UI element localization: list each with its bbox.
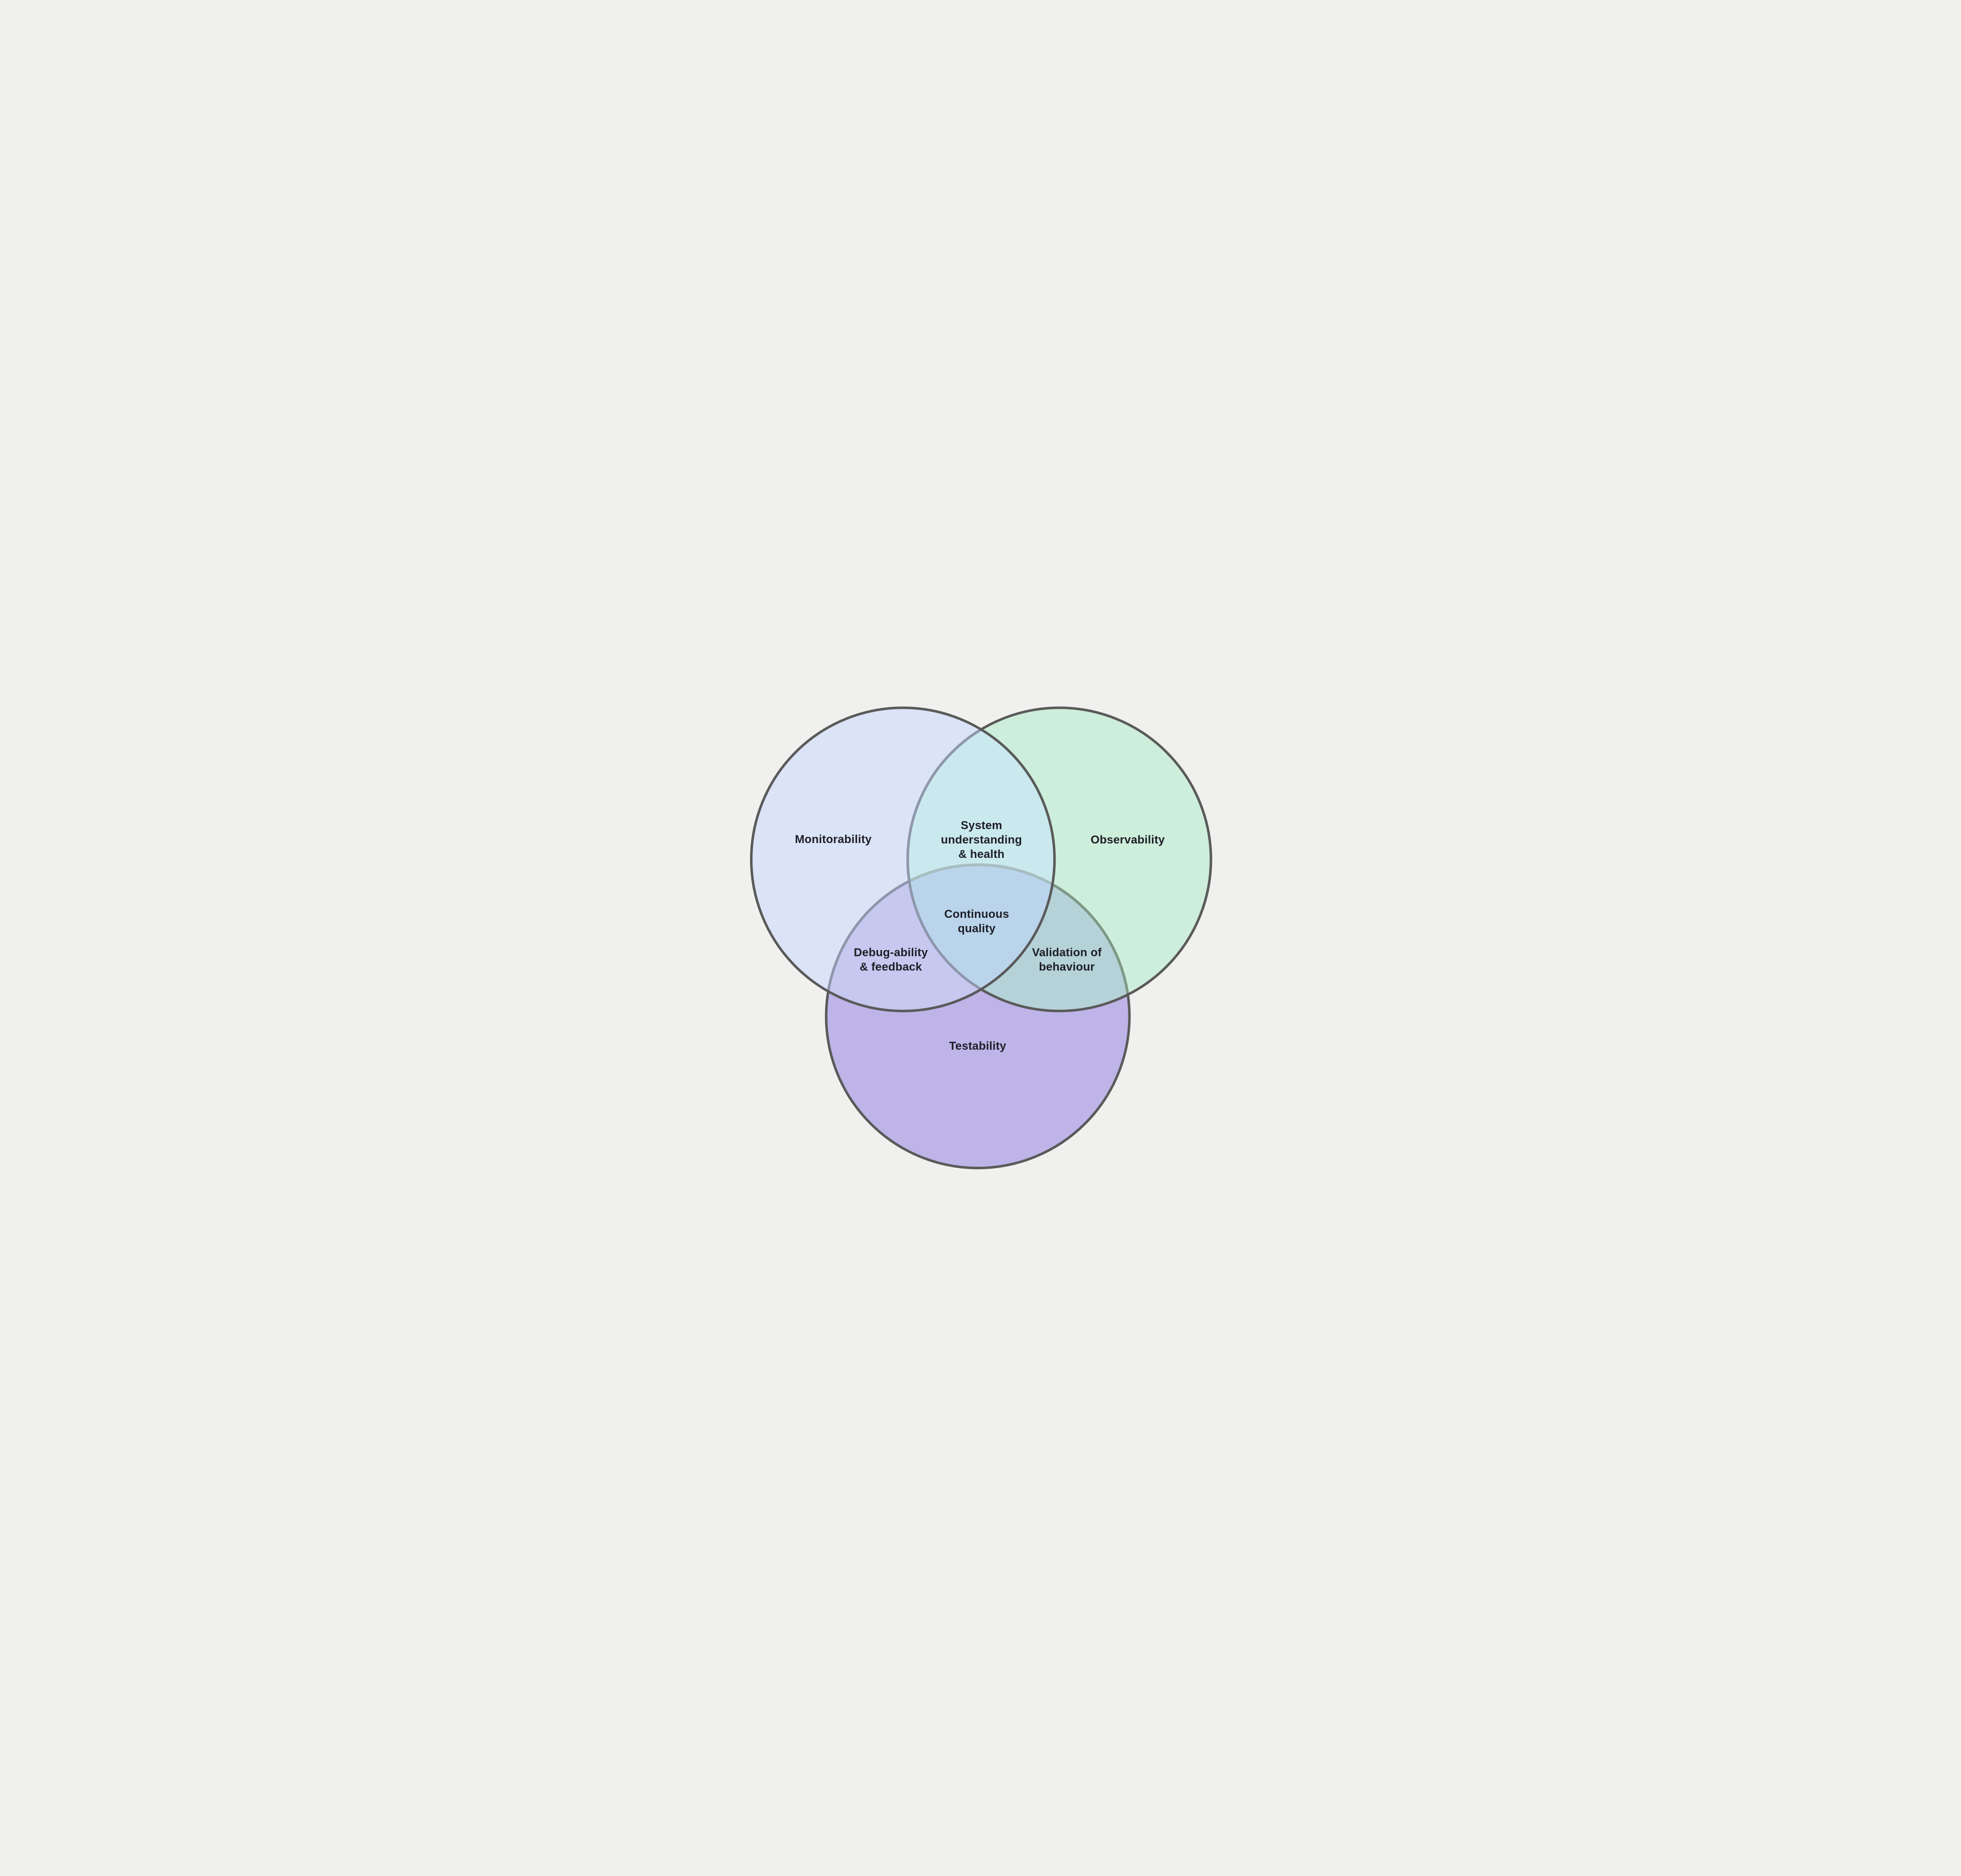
label-debug-ability-feedback: Debug-ability & feedback — [854, 946, 928, 974]
label-line: understanding — [940, 833, 1022, 846]
label-line: Validation of — [1032, 946, 1102, 959]
label-continuous-quality: Continuous quality — [944, 907, 1009, 936]
label-line: quality — [958, 922, 996, 935]
label-validation-of-behaviour: Validation of behaviour — [1032, 946, 1102, 974]
label-line: behaviour — [1039, 961, 1095, 973]
testability-outline-under-both — [907, 863, 1055, 1011]
region-fills — [751, 707, 1211, 1168]
label-observability: Observability — [1091, 833, 1165, 847]
label-system-understanding-health: System understanding & health — [941, 819, 1022, 862]
label-line: & feedback — [859, 961, 922, 973]
venn-diagram: Monitorability System understanding & he… — [735, 704, 1226, 1172]
label-testability: Testability — [949, 1039, 1006, 1054]
observability-outline-under-monitorability — [906, 707, 1055, 1011]
monitorability-outline — [750, 706, 1056, 1012]
label-testability-text: Testability — [949, 1040, 1007, 1053]
label-line: Continuous — [944, 908, 1010, 921]
label-monitorability-text: Monitorability — [795, 833, 872, 846]
venn-diagram-svg — [750, 706, 1212, 1170]
label-line: Debug-ability — [854, 946, 928, 959]
circle-outlines — [750, 706, 1212, 1170]
label-observability-text: Observability — [1091, 833, 1165, 846]
label-line: & health — [958, 848, 1005, 861]
label-line: System — [961, 819, 1002, 832]
overlap-observability-testability — [907, 865, 1129, 1011]
label-monitorability: Monitorability — [795, 832, 871, 847]
